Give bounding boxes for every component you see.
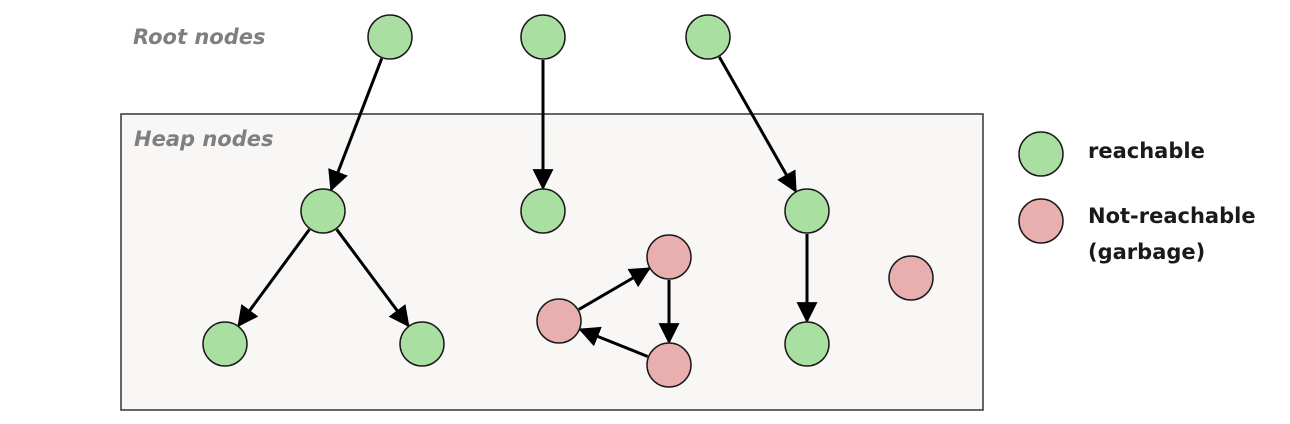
node-h-b-reachable [520, 188, 566, 234]
legend-not-reachable-sublabel: (garbage) [1088, 240, 1205, 264]
edge-g-left-to-g-top [578, 267, 651, 311]
edge-h-a-to-h-a-right [335, 228, 410, 328]
root-nodes-label: Root nodes [133, 25, 265, 49]
legend-not-reachable-swatch [1018, 198, 1064, 244]
heap-region [120, 113, 984, 411]
legend-reachable-label: reachable [1088, 139, 1205, 163]
node-g-isolated-not-reachable [888, 255, 934, 301]
node-g-top-not-reachable [646, 234, 692, 280]
edge-root1-to-h-a [328, 57, 384, 192]
node-root3-reachable [685, 14, 731, 60]
legend-not-reachable-label: Not-reachable [1088, 204, 1256, 228]
node-root1-reachable [367, 14, 413, 60]
node-g-bottom-not-reachable [646, 342, 692, 388]
edge-root3-to-h-c [718, 56, 797, 193]
edge-h-a-to-h-a-left [237, 228, 311, 328]
legend-reachable-swatch [1018, 131, 1064, 177]
node-h-a-left-reachable [202, 321, 248, 367]
node-h-a-right-reachable [399, 321, 445, 367]
nodes [202, 14, 934, 388]
edge-g-bottom-to-g-left [578, 326, 649, 358]
legend: reachable Not-reachable (garbage) [1018, 131, 1256, 264]
node-g-left-not-reachable [536, 298, 582, 344]
node-h-c-child-reachable [784, 321, 830, 367]
edges [237, 56, 818, 358]
node-h-a-reachable [300, 188, 346, 234]
heap-nodes-label: Heap nodes [134, 127, 273, 151]
node-root2-reachable [520, 14, 566, 60]
node-h-c-reachable [784, 188, 830, 234]
